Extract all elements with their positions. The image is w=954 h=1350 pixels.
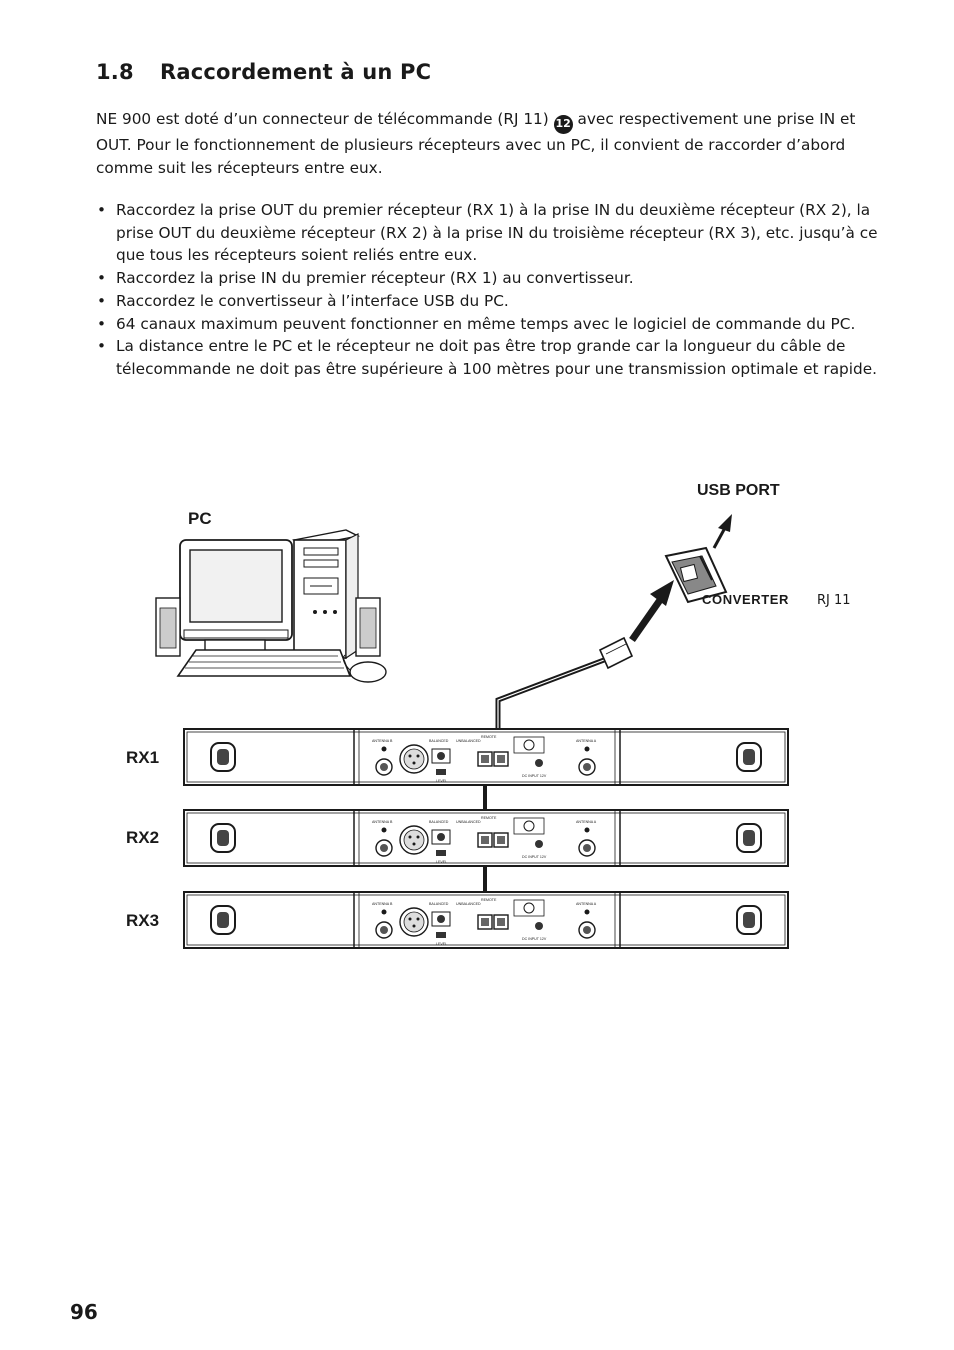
receiver-rx3	[183, 891, 789, 949]
section-number: 1.8	[96, 60, 134, 84]
pc-label: PC	[188, 509, 212, 528]
instruction-item: Raccordez la prise OUT du premier récept…	[96, 199, 896, 267]
connection-diagram: ANTENNA B BALANCED LEVEL UNBALANCED REMO…	[126, 482, 851, 949]
usb-converter	[664, 546, 728, 604]
receiver-rx2	[183, 809, 789, 867]
instruction-item: 64 canaux maximum peuvent fonctionner en…	[96, 313, 896, 336]
receiver-label-rx1: RX1	[126, 748, 159, 767]
connection-arrow	[629, 580, 674, 643]
receiver-label-rx2: RX2	[126, 828, 159, 847]
instruction-list: Raccordez la prise OUT du premier récept…	[96, 199, 896, 381]
intro-paragraph: NE 900 est doté d’un connecteur de téléc…	[96, 108, 876, 179]
instruction-item: La distance entre le PC et le récepteur …	[96, 335, 896, 380]
rj11-plug	[598, 636, 634, 670]
page-number: 96	[70, 1300, 98, 1324]
pc-illustration	[155, 529, 387, 683]
section-heading: 1.8 Raccordement à un PC	[96, 60, 431, 84]
usb-port-label: USB PORT	[697, 482, 780, 499]
receiver-rx1	[183, 728, 789, 786]
instruction-item: Raccordez la prise IN du premier récepte…	[96, 267, 896, 290]
instruction-item: Raccordez le convertisseur à l’interface…	[96, 290, 896, 313]
rj11-label: RJ 11	[817, 593, 851, 608]
item-number-badge: 12	[553, 114, 573, 134]
receiver-label-rx3: RX3	[126, 911, 159, 930]
usb-arrow	[712, 514, 732, 549]
section-title: Raccordement à un PC	[160, 60, 432, 84]
converter-label: CONVERTER	[702, 592, 789, 607]
intro-text-2: avec respectivement une prise IN et OUT.…	[96, 110, 856, 177]
intro-text-1: NE 900 est doté d’un connecteur de téléc…	[96, 110, 554, 128]
